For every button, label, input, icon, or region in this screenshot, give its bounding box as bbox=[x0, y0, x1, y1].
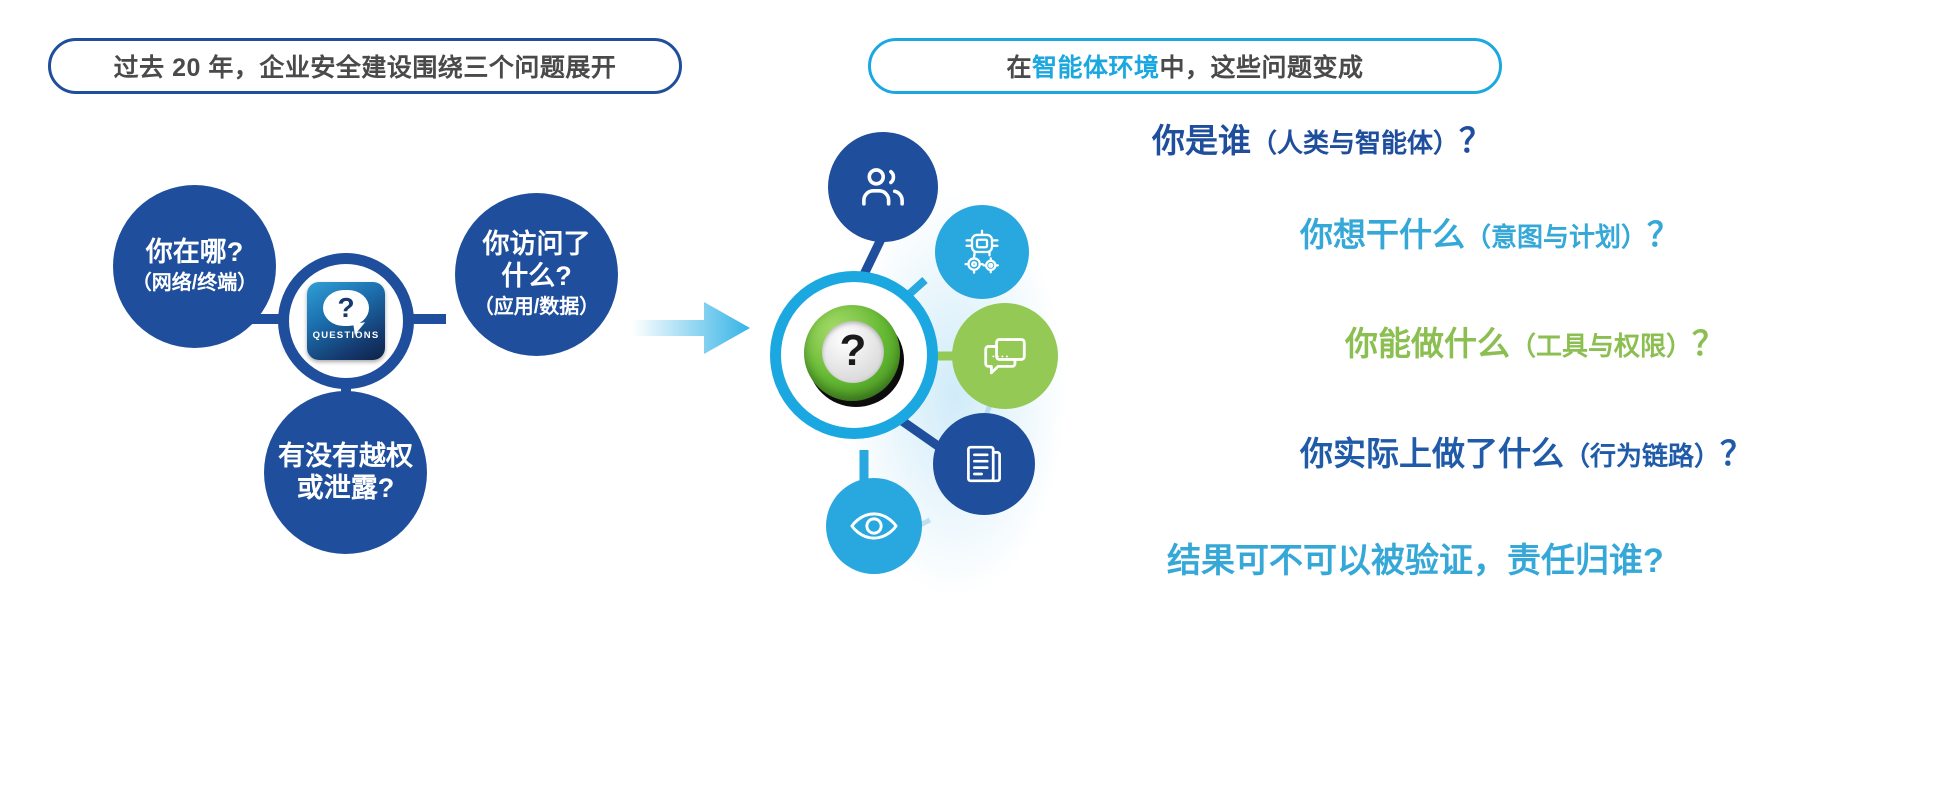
right-label-capability-paren: （工具与权限） bbox=[1510, 331, 1693, 361]
question-bubble-icon: ? bbox=[323, 290, 369, 326]
people-icon bbox=[862, 168, 904, 206]
left-center-ring: ? QUESTIONS bbox=[278, 253, 414, 389]
right-label-capability-mark: ？ bbox=[1692, 325, 1726, 362]
right-node-intent[interactable] bbox=[935, 205, 1029, 299]
question-mark-glyph: ? bbox=[337, 292, 355, 323]
left-header-pill: 过去 20 年，企业安全建设围绕三个问题展开 bbox=[48, 38, 682, 94]
left-node-leak: 有没有越权 或泄露? bbox=[264, 391, 427, 554]
right-label-identity-main: 你是谁 bbox=[1152, 122, 1251, 159]
right-label-behavior-mark: ？ bbox=[1720, 435, 1754, 472]
right-label-intent-mark: ？ bbox=[1647, 216, 1681, 253]
right-label-behavior-main: 你实际上做了什么 bbox=[1300, 435, 1564, 472]
orb-inner-disc: ? bbox=[822, 321, 884, 383]
right-header-suffix: 中，这些问题变成 bbox=[1159, 54, 1364, 82]
transition-arrow-icon bbox=[632, 302, 750, 354]
chat-icon bbox=[984, 338, 1026, 375]
right-node-audit[interactable] bbox=[826, 478, 922, 574]
right-label-audit-main: 结果可不可以被验证，责任归谁? bbox=[1167, 542, 1664, 580]
green-question-orb-icon: ? bbox=[802, 303, 906, 407]
right-label-capability: 你能做什么（工具与权限）？ bbox=[1345, 327, 1725, 360]
questions-icon-label: QUESTIONS bbox=[312, 330, 380, 341]
right-label-behavior: 你实际上做了什么（行为链路）？ bbox=[1300, 437, 1753, 470]
left-node-what-sub: （应用/数据） bbox=[473, 296, 600, 319]
right-header-pill: 在智能体环境中，这些问题变成 bbox=[868, 38, 1502, 94]
left-node-where-sub: （网络/终端） bbox=[131, 272, 258, 295]
right-label-behavior-paren: （行为链路） bbox=[1564, 441, 1721, 471]
right-label-identity-mark: ？ bbox=[1459, 122, 1493, 159]
left-node-what-line1: 你访问了 bbox=[482, 229, 591, 260]
left-node-leak-line2: 或泄露? bbox=[296, 472, 395, 503]
document-icon bbox=[967, 445, 1001, 483]
right-label-identity-paren: （人类与智能体） bbox=[1251, 128, 1460, 158]
right-label-audit: 结果可不可以被验证，责任归谁? bbox=[1167, 544, 1664, 578]
right-node-identity[interactable] bbox=[828, 132, 938, 242]
questions-icon: ? QUESTIONS bbox=[307, 282, 385, 360]
right-node-behavior[interactable] bbox=[933, 413, 1035, 515]
right-center-ring: ? bbox=[770, 271, 938, 439]
left-node-leak-line1: 有没有越权 bbox=[278, 440, 413, 471]
left-spoke-east bbox=[400, 314, 446, 324]
right-label-intent-main: 你想干什么 bbox=[1300, 216, 1465, 253]
orb-question-glyph: ? bbox=[839, 326, 867, 375]
left-node-where: 你在哪? （网络/终端） bbox=[113, 185, 276, 348]
right-header-highlight: 智能体环境 bbox=[1031, 54, 1160, 82]
right-label-intent: 你想干什么（意图与计划）？ bbox=[1300, 218, 1680, 251]
right-node-capability[interactable] bbox=[952, 303, 1058, 409]
eye-icon bbox=[850, 512, 898, 540]
left-node-what: 你访问了 什么? （应用/数据） bbox=[455, 193, 618, 356]
right-label-identity: 你是谁（人类与智能体）？ bbox=[1152, 124, 1492, 157]
robot-gear-icon bbox=[964, 229, 999, 274]
left-node-where-main: 你在哪? bbox=[145, 237, 244, 268]
left-node-what-line2: 什么? bbox=[501, 261, 572, 292]
left-spoke-west bbox=[252, 314, 294, 324]
left-header-text: 过去 20 年，企业安全建设围绕三个问题展开 bbox=[113, 54, 617, 82]
right-header-prefix: 在 bbox=[1006, 54, 1032, 82]
right-label-intent-paren: （意图与计划） bbox=[1465, 222, 1648, 252]
right-label-capability-main: 你能做什么 bbox=[1345, 325, 1510, 362]
